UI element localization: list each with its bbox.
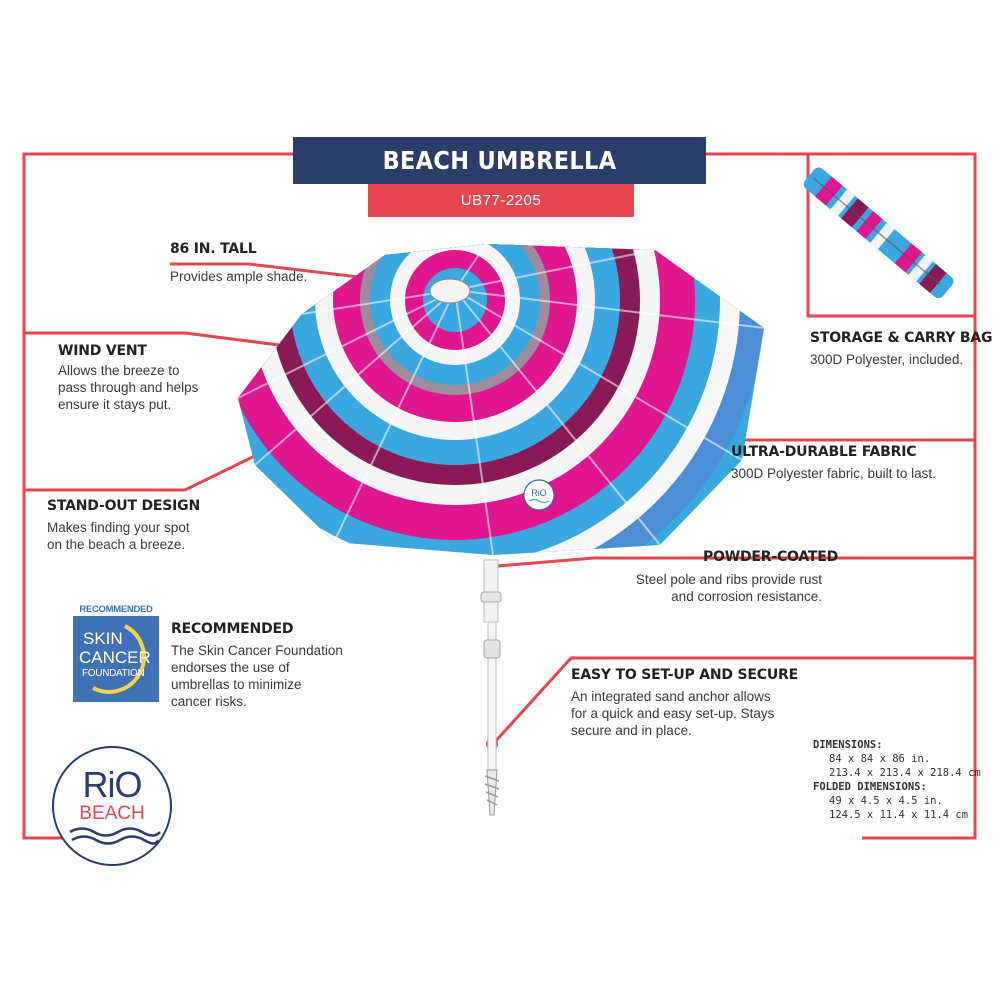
umbrella-pole <box>480 559 502 816</box>
feature-design-title: STAND-OUT DESIGN <box>47 498 200 514</box>
seal-sun-icon <box>92 624 146 694</box>
feature-vent-desc: Allows the breeze to pass through and he… <box>58 363 199 412</box>
feature-powder-title: POWDER-COATED <box>703 549 839 565</box>
rio-beach-logo: RiO BEACH <box>52 746 172 866</box>
feature-recommended-desc: The Skin Cancer Foundation endorses the … <box>171 643 343 709</box>
feature-easy-title: EASY TO SET-UP AND SECURE <box>571 667 798 683</box>
vent-cap <box>429 278 471 304</box>
feature-powder-desc: Steel pole and ribs provide rust and cor… <box>635 572 822 604</box>
feature-tall-title: 86 IN. TALL <box>170 241 257 257</box>
carry-bag <box>803 167 954 299</box>
leader-powder <box>496 556 975 568</box>
bag-box <box>806 152 977 318</box>
leader-design <box>24 444 276 492</box>
feature-easy-desc: An integrated sand anchor allows for a q… <box>571 689 775 738</box>
feature-fabric-desc: 300D Polyester fabric, built to last. <box>731 466 936 481</box>
feature-fabric-title: ULTRA-DURABLE FABRIC <box>731 444 917 460</box>
feature-tall-desc: Provides ample shade. <box>170 269 308 284</box>
umbrella-logo-badge: RiO <box>523 479 555 511</box>
wave-icon <box>69 827 161 845</box>
skin-cancer-seal: RECOMMENDED SKIN CANCER FOUNDATION <box>73 604 159 704</box>
leader-easy <box>491 656 975 746</box>
dimensions-block: DIMENSIONS: 84 x 84 x 86 in. 213.4 x 213… <box>813 739 981 821</box>
page-title: BEACH UMBRELLA <box>293 137 706 184</box>
svg-text:RiO: RiO <box>531 488 547 498</box>
umbrella-canopy <box>238 244 764 555</box>
feature-bag-title: STORAGE & CARRY BAG <box>810 330 993 346</box>
feature-bag-desc: 300D Polyester, included. <box>810 352 964 367</box>
feature-vent-title: WIND VENT <box>58 343 147 359</box>
feature-design-desc: Makes finding your spot on the beach a b… <box>47 520 190 552</box>
feature-recommended-title: RECOMMENDED <box>171 621 294 637</box>
sku-label: UB77-2205 <box>368 184 634 217</box>
